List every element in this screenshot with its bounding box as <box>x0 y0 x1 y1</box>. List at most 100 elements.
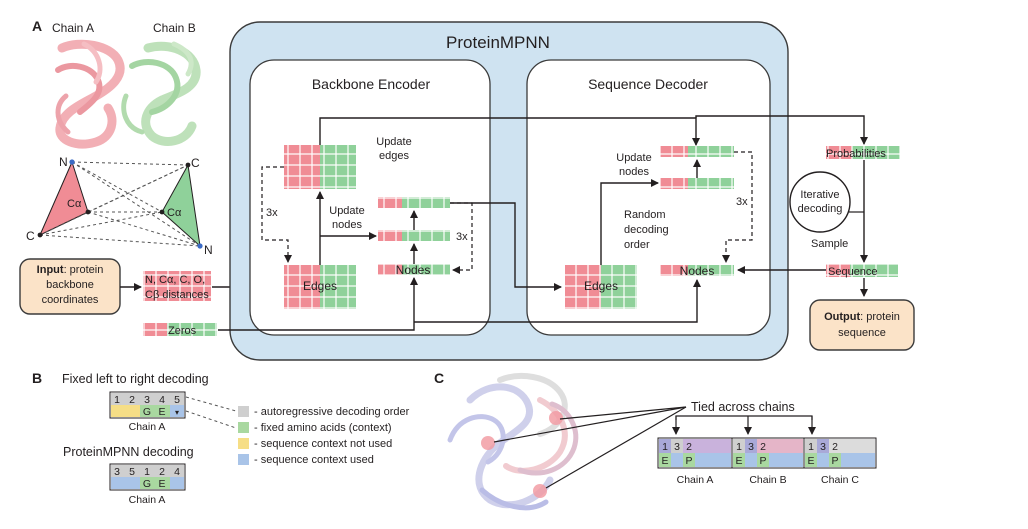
fixed-chain-label: Chain A <box>129 421 166 433</box>
tied-connectors <box>493 406 816 489</box>
input-label-line1: Input: protein <box>37 264 104 276</box>
fixed-res-3: G <box>143 406 151 418</box>
encoder-node-bot-green <box>402 264 450 275</box>
tied-label: Tied across chains <box>691 400 795 414</box>
distances-label-2: Cβ distances <box>145 289 209 301</box>
encoder-node-top-red <box>378 197 402 208</box>
encoder-repeat-left: 3x <box>266 207 278 219</box>
chain-c-res-3: P <box>831 455 838 467</box>
legend-label-fixed: - fixed amino acids (context) <box>254 422 392 434</box>
chain-a-label: Chain A <box>677 474 714 486</box>
iterative-decoding-circle <box>789 171 851 233</box>
probabilities-red <box>826 146 852 159</box>
atom-n-right: N <box>204 243 213 257</box>
atom-n-left: N <box>59 155 68 169</box>
encoder-update-edges-grid-red <box>284 145 320 189</box>
mpnn-order-3: 1 <box>144 466 150 478</box>
chain-c-order-1: 1 <box>808 441 814 453</box>
atom-c-left: C <box>26 229 35 243</box>
chain-c-label: Chain C <box>821 474 859 486</box>
distances-block <box>143 271 211 301</box>
backbone-triangles <box>37 159 203 249</box>
chain-b-res-3: P <box>759 455 766 467</box>
mpnn-res-3: G <box>143 478 151 490</box>
legend-swatch-grey <box>238 406 249 417</box>
input-label-line2: backbone <box>46 279 94 291</box>
panel-a-letter: A <box>32 18 42 34</box>
encoder-node-top-green <box>402 197 450 208</box>
legend-swatch-green <box>238 422 249 433</box>
update-edges-label-1: Update <box>376 136 411 148</box>
update-edges-label-2: edges <box>379 150 409 162</box>
encoder-repeat-right: 3x <box>456 231 468 243</box>
legend-label-not-used: - sequence context not used <box>254 438 392 450</box>
decoder-box <box>526 59 771 336</box>
chain-b-order-3: 2 <box>760 441 766 453</box>
update-nodes-label-2: nodes <box>332 219 362 231</box>
atom-ca-left: Cα <box>67 198 82 210</box>
zeros-label: Zeros <box>168 325 197 337</box>
fixed-order-3: 3 <box>144 394 150 406</box>
mpnn-res-4: E <box>158 478 165 490</box>
decoder-repeat: 3x <box>736 196 748 208</box>
panel-b-letter: B <box>32 370 42 386</box>
decoder-title: Sequence Decoder <box>588 76 708 92</box>
decoder-node-top-red <box>660 146 688 157</box>
panel-c-letter: C <box>434 370 444 386</box>
encoder-node-mid-red <box>378 230 402 241</box>
fixed-order-1: 1 <box>114 394 120 406</box>
chain-b-order-1: 1 <box>736 441 742 453</box>
legend-swatch-yellow <box>238 438 249 449</box>
decoder-update-nodes-2: nodes <box>619 166 649 178</box>
decoder-node-mid-green <box>688 178 734 189</box>
zeros-green <box>167 323 217 336</box>
chain-c-order-3: 2 <box>832 441 838 453</box>
decoder-nodes-label: Nodes <box>680 264 715 278</box>
zeros-red <box>143 323 167 336</box>
chain-c-order-2: 3 <box>820 441 826 453</box>
arrow-down-glyph: ▾ <box>175 408 179 417</box>
fixed-order-5: 5 <box>174 394 180 406</box>
chain-a-order-3: 2 <box>686 441 692 453</box>
mpnn-order-4: 2 <box>159 466 165 478</box>
chain-a-res-3: P <box>685 455 692 467</box>
homotrimer-structure-image <box>447 373 579 511</box>
distances-label-1: N, Cα, C, O, <box>145 274 205 286</box>
mpnn-order-2: 5 <box>129 466 135 478</box>
sequence-red <box>826 264 850 277</box>
mpnn-decoding-title: ProteinMPNN decoding <box>63 445 194 459</box>
probabilities-label: Probabilities <box>826 148 886 160</box>
legend-label-used: - sequence context used <box>254 454 374 466</box>
mpnn-order-1: 3 <box>114 466 120 478</box>
encoder-update-edges-grid-green <box>320 145 356 189</box>
fixed-title: Fixed left to right decoding <box>62 372 209 386</box>
encoder-node-bot-red <box>378 264 402 275</box>
decoder-edges-label: Edges <box>584 279 618 293</box>
input-label-line3: coordinates <box>42 294 99 306</box>
legend: - autoregressive decoding order - fixed … <box>238 406 410 466</box>
decoder-node-bot-red <box>660 265 688 276</box>
iterative-label-1: Iterative <box>800 189 839 201</box>
encoder-edges-grid-green <box>320 265 356 309</box>
legend-label-order: - autoregressive decoding order <box>254 406 410 418</box>
chain-a-table <box>657 437 733 469</box>
atom-c-right-top: C <box>191 156 200 170</box>
encoder-nodes-label: Nodes <box>396 263 431 277</box>
protein-structure-image <box>55 39 201 149</box>
atom-ca-right: Cα <box>167 207 182 219</box>
fixed-order-2: 2 <box>129 394 135 406</box>
fixed-seq-table <box>109 391 186 419</box>
decoder-node-top-green <box>688 146 734 157</box>
mpnn-order-5: 4 <box>174 466 180 478</box>
random-order-label-3: order <box>624 239 650 251</box>
chain-b-res-1: E <box>735 455 742 467</box>
chain-b-label: Chain B <box>153 21 196 35</box>
chain-c-table <box>803 437 877 469</box>
decoder-node-bot-green <box>688 265 734 276</box>
mpnn-seq-table <box>109 463 186 491</box>
legend-swatch-blue <box>238 454 249 465</box>
chain-c-res-1: E <box>807 455 814 467</box>
output-label-line1: Output: protein <box>824 311 900 323</box>
legend-connectors <box>185 396 237 429</box>
encoder-edges-grid-red <box>284 265 320 309</box>
